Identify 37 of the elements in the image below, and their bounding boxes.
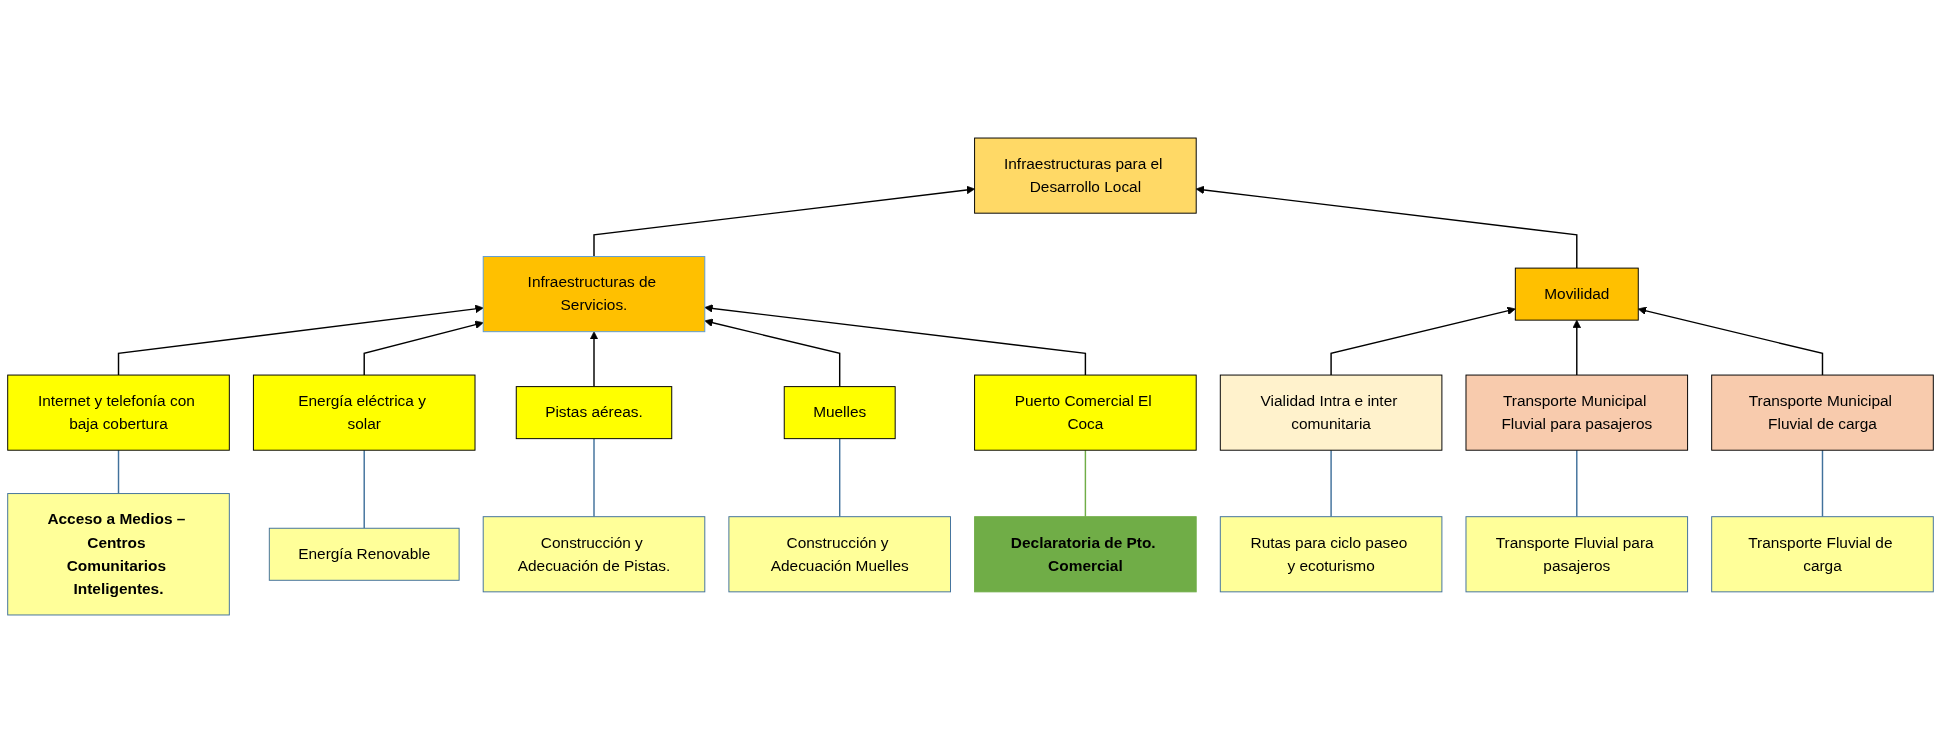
arrow xyxy=(704,318,841,388)
node-box: Infraestructuras de Servicios. xyxy=(482,256,706,333)
node-box: Infraestructuras para el Desarrollo Local xyxy=(974,137,1197,214)
arrow xyxy=(1572,319,1582,376)
connector xyxy=(1330,449,1332,518)
node-box: Muelles xyxy=(783,386,896,440)
connector xyxy=(363,449,365,529)
node-box: Energía eléctrica y solar xyxy=(252,374,476,451)
node-box: Puerto Comercial El Coca xyxy=(974,374,1197,451)
node-box: Acceso a Medios – Centros Comunitarios Inteligentes. xyxy=(7,493,230,616)
arrow xyxy=(704,304,1087,376)
connector xyxy=(593,437,595,518)
node-box: Energía Renovable xyxy=(268,527,460,581)
node-box: Transporte Fluvial de carga xyxy=(1711,516,1934,593)
arrow xyxy=(589,331,599,388)
node-box: Internet y telefonía con baja cobertura xyxy=(7,374,230,451)
node-box: Rutas para ciclo paseo y ecoturismo xyxy=(1219,516,1443,593)
arrow xyxy=(1330,306,1516,376)
connector xyxy=(1576,449,1578,518)
connector xyxy=(1821,449,1824,518)
arrow xyxy=(593,185,975,258)
connector xyxy=(838,437,841,518)
node-box: Construcción y Adecuación Muelles xyxy=(728,516,951,593)
node-box: Pistas aéreas. xyxy=(515,386,673,440)
node-box: Transporte Fluvial para pasajeros xyxy=(1465,516,1689,593)
arrow xyxy=(117,304,484,376)
arrow xyxy=(1195,185,1578,269)
connector xyxy=(117,449,120,495)
node-box: Vialidad Intra e inter comunitaria xyxy=(1219,374,1443,451)
node-box: Transporte Municipal Fluvial de carga xyxy=(1711,374,1934,451)
connector xyxy=(1084,449,1087,518)
node-box: Transporte Municipal Fluvial para pasajeros xyxy=(1465,374,1689,451)
node-box: Declaratoria de Pto. Comercial xyxy=(974,516,1197,593)
arrow xyxy=(363,320,484,376)
arrow xyxy=(1637,306,1824,376)
node-box: Movilidad xyxy=(1514,267,1639,321)
node-box: Construcción y Adecuación de Pistas. xyxy=(482,516,706,593)
